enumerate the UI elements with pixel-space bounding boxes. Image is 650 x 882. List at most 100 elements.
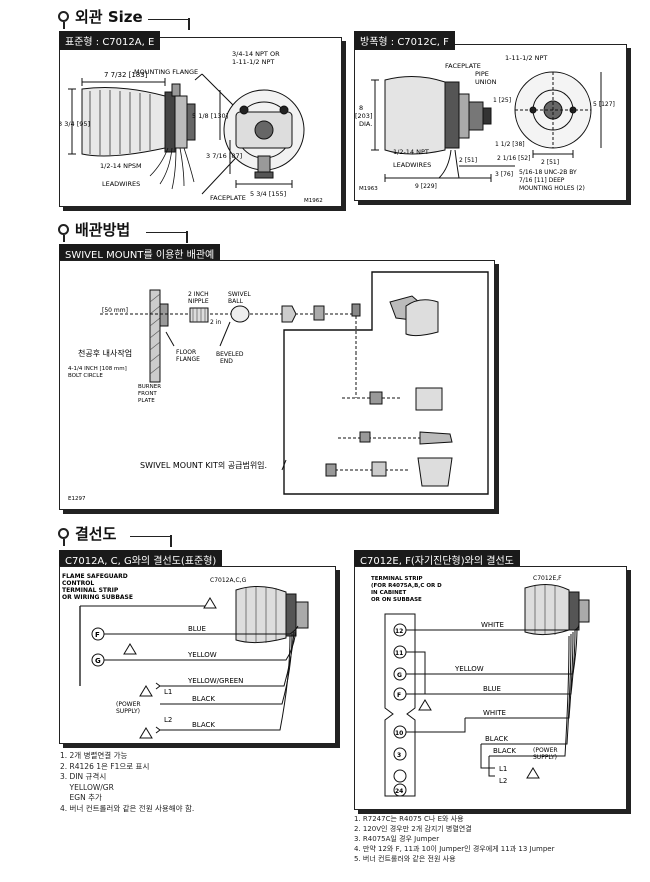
- note-item: 2. R4126 1은 F1으로 표시: [60, 761, 150, 771]
- pipe-floor-1: FLOOR: [176, 349, 196, 356]
- wr-device: C7012E,F: [533, 575, 562, 582]
- holes-3: MOUNTING HOLES (2): [519, 185, 585, 192]
- section-title-piping: 배관방법: [58, 219, 130, 242]
- wl-box-3: TERMINAL STRIP: [62, 587, 119, 594]
- pipe-bolt-2: BOLT CIRCLE: [68, 373, 103, 379]
- wr-term-11: 11: [395, 650, 403, 657]
- label-npt-1: 3/4-14 NPT OR: [232, 50, 280, 58]
- wl-l1: L1: [164, 688, 172, 696]
- appearance-standard-tag: 표준형 : C7012A, E: [59, 31, 161, 50]
- pin-icon: [58, 11, 69, 29]
- dim-a: 1 [25]: [493, 97, 511, 104]
- wl-blue: BLUE: [188, 625, 206, 633]
- label-faceplate: FACEPLATE: [210, 194, 246, 202]
- pipe-kit-note: SWIVEL MOUNT KIT의 공급범위임.: [140, 460, 267, 470]
- dim-e: 3 [76]: [495, 171, 513, 178]
- wiring-left-drawing: FLAME SAFEGUARD CONTROL TERMINAL STRIP O…: [62, 573, 309, 739]
- wr-black2: BLACK: [493, 747, 516, 755]
- note-item: 1. 2개 병렬연결 가능: [60, 751, 128, 760]
- piping-tag: SWIVEL MOUNT를 이용한 배관예: [59, 244, 221, 263]
- wr-term-f: F: [397, 692, 401, 699]
- note-item: EGN 추가: [60, 793, 102, 802]
- wr-term-g: G: [397, 672, 402, 679]
- note-item: YELLOW/GR: [60, 782, 114, 792]
- note-item: 3. R4075A일 경우 Jumper: [354, 835, 440, 843]
- wr-white1: WHITE: [481, 621, 504, 629]
- drawing-code: M1962: [304, 198, 323, 204]
- wiring-right-notes: 1. R7247C는 R4075 C나 E와 사용 2. 120V인 경우만 2…: [354, 814, 554, 864]
- pipe-code: E1297: [68, 496, 86, 502]
- label-npsm: 1/2-14 NPSM: [100, 162, 142, 170]
- wr-box-3: IN CABINET: [371, 590, 406, 596]
- section-underline: [130, 535, 172, 547]
- dim-low: 3 7/16 [87]: [206, 152, 242, 160]
- wr-l2: L2: [499, 777, 507, 785]
- wl-yellow: YELLOW: [187, 651, 217, 659]
- label-leadwires: LEADWIRES: [102, 180, 140, 188]
- label-thread: 1-11-1/2 NPT: [505, 54, 547, 62]
- wl-yg: YELLOW/GREEN: [187, 677, 243, 685]
- wiring-left-tag: C7012A, C, G와의 결선도(표준형): [59, 550, 223, 569]
- pipe-floor-2: FLANGE: [176, 356, 200, 363]
- wr-black1: BLACK: [485, 735, 508, 743]
- pipe-burner-2: FRONT: [138, 391, 157, 397]
- section-title-wiring: 결선도: [58, 523, 117, 546]
- dim-d: 2 [51]: [459, 157, 477, 164]
- wl-term-f: F: [95, 631, 100, 639]
- dim-mid: 5 1/8 [130]: [192, 112, 228, 120]
- label-mounting-flange: MOUNTING FLANGE: [134, 68, 198, 76]
- label-npt-2: 1-11-1/2 NPT: [232, 58, 274, 66]
- pipe-beveled-1: BEVELED: [216, 351, 244, 358]
- wl-term-g: G: [95, 657, 101, 665]
- note-item: 4. 버너 컨트롤러와 같은 전원 사용해야 함.: [60, 803, 195, 813]
- wl-black2: BLACK: [192, 721, 215, 729]
- wr-term-12: 12: [395, 628, 403, 635]
- wiring-right-drawing: TERMINAL STRIP (FOR R4075A,B,C OR D IN C…: [371, 575, 590, 797]
- wl-black1: BLACK: [192, 695, 215, 703]
- section-title-appearance: 외관 Size: [58, 6, 143, 29]
- pipe-nipple-1: 2 INCH: [188, 291, 209, 298]
- pipe-nipple-2: NIPPLE: [188, 298, 209, 305]
- dim-c: 2 1/16 [52]: [497, 155, 530, 162]
- note-item: 1. R7247C는 R4075 C나 E와 사용: [354, 815, 464, 823]
- pin-icon: [58, 528, 69, 546]
- holes-1: 5/16-18 UNC-2B BY: [519, 169, 577, 176]
- wr-yellow: YELLOW: [454, 665, 484, 673]
- wl-l2: L2: [164, 716, 172, 724]
- dia-3: DIA.: [359, 120, 372, 128]
- dim-b: 1 1/2 [38]: [495, 141, 525, 148]
- section-title-text: 결선도: [75, 525, 117, 543]
- wr-term-10: 10: [395, 730, 403, 737]
- wr-box-4: OR ON SUBBASE: [371, 597, 422, 603]
- wiring-right-tag: C7012E, F(자기진단형)와의 결선도: [354, 550, 520, 569]
- label-union: UNION: [475, 78, 497, 86]
- wl-box-2: CONTROL: [62, 580, 94, 587]
- pipe-burner-1: BURNER: [138, 384, 161, 390]
- wr-term-24: 24: [395, 788, 403, 795]
- note-item: 3. DIN 규격시: [60, 772, 107, 781]
- wr-l1: L1: [499, 765, 507, 773]
- pipe-after-install: 천공후 내사작업: [78, 348, 132, 358]
- wiring-left-notes: 1. 2개 병렬연결 가능 2. R4126 1은 F1으로 표시 3. DIN…: [60, 751, 194, 814]
- wl-device: C7012A,C,G: [210, 577, 247, 584]
- label-leadwires-r: LEADWIRES: [393, 161, 431, 169]
- appearance-standard-drawing: MOUNTING FLANGE 3/4-14 NPT OR 1-11-1/2 N…: [60, 50, 323, 204]
- appearance-special-drawing: FACEPLATE 1-11-1/2 NPT PIPE UNION 8 [203…: [355, 54, 615, 192]
- wr-box-2: (FOR R4075A,B,C OR D: [371, 583, 442, 589]
- wl-power-1: (POWER: [116, 701, 141, 708]
- label-faceplate-r: FACEPLATE: [445, 62, 481, 70]
- dia-2: [203]: [355, 112, 372, 120]
- appearance-special-tag: 방폭형 : C7012C, F: [354, 31, 455, 50]
- wl-power-2: SUPPLY): [116, 708, 140, 715]
- dim-top: 7 7/32 [183]: [104, 71, 148, 79]
- section-title-text: 외관 Size: [75, 8, 143, 26]
- wr-term-3: 3: [397, 752, 401, 759]
- piping-drawing: [50 mm] 2 in 2 INCH NIPPLE SWIVEL BALL 천…: [68, 271, 489, 502]
- dim-f: 9 [229]: [415, 183, 437, 190]
- wr-blue: BLUE: [483, 685, 501, 693]
- wr-white2: WHITE: [483, 709, 506, 717]
- label-npt-r: 1/2-14 NPT: [393, 148, 429, 156]
- label-pipe: PIPE: [475, 70, 489, 78]
- pipe-swivel-1: SWIVEL: [228, 291, 251, 298]
- note-item: 2. 120V인 경우만 2개 감지기 병렬연결: [354, 825, 472, 833]
